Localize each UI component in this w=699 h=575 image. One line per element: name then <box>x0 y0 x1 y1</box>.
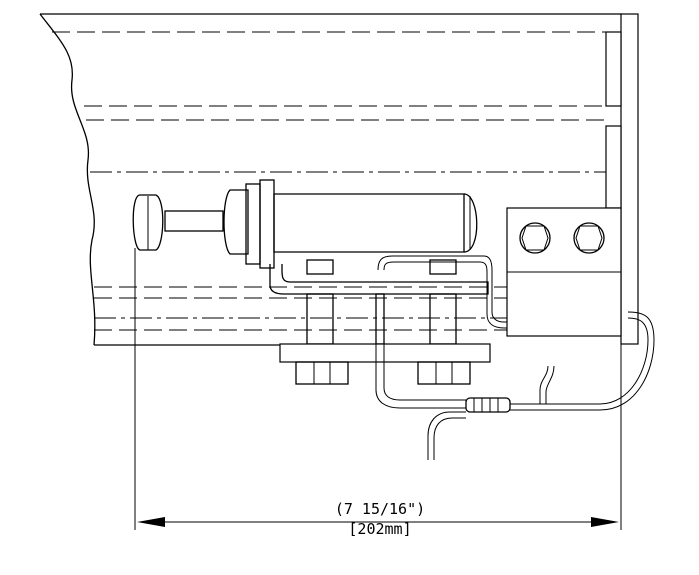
dimension-imperial: (7 15/16") <box>335 500 425 518</box>
bolt-head-left <box>519 222 551 254</box>
nut-left <box>295 361 349 385</box>
cable-up-stub-2 <box>545 365 555 404</box>
connector-sleeve <box>465 397 511 413</box>
bolt-hex-right <box>575 225 603 251</box>
dimension-annotation: (7 15/16") [202mm] <box>134 248 622 538</box>
post-middle <box>375 293 385 345</box>
dimension-arrow-right <box>591 517 619 527</box>
nut-right <box>417 361 471 385</box>
cable-down-2 <box>433 417 466 460</box>
post-right <box>429 293 457 345</box>
end-plate <box>605 13 639 345</box>
sensor-body-main <box>273 193 465 253</box>
dimension-metric: [202mm] <box>348 520 411 538</box>
cable-to-plate-2 <box>510 311 655 411</box>
end-plate-body <box>620 13 639 345</box>
cable-to-plate <box>510 317 649 405</box>
post-left <box>306 293 334 345</box>
sensor-assembly <box>132 179 478 269</box>
wire-upper-2 <box>383 261 507 329</box>
cable-down <box>427 411 466 460</box>
sensor-collar-2 <box>259 179 275 269</box>
end-plate-tab-upper <box>605 31 622 107</box>
beam-break-line <box>39 13 96 346</box>
sensor-tip <box>132 194 164 251</box>
sensor-body-front <box>223 189 249 255</box>
cable-up-stub <box>539 365 549 404</box>
bolt-head-right <box>573 222 605 254</box>
sensor-stem <box>164 210 224 232</box>
mounting-bracket <box>269 255 507 329</box>
bolt-hex-left <box>521 225 549 251</box>
sensor-end-cap <box>463 193 478 253</box>
cable-from-post <box>375 344 466 409</box>
base-plate <box>279 343 491 363</box>
wire-upper <box>377 255 507 323</box>
base-assembly <box>279 293 491 385</box>
bracket-l-shape <box>269 264 489 295</box>
dimension-arrow-left <box>137 517 165 527</box>
cable-from-post-2 <box>383 344 466 401</box>
bolt-block <box>506 207 622 337</box>
cable-assembly <box>375 311 655 460</box>
clamp-block-left <box>306 259 334 275</box>
end-plate-tab-lower <box>605 125 622 209</box>
clamp-block-right <box>429 259 457 275</box>
